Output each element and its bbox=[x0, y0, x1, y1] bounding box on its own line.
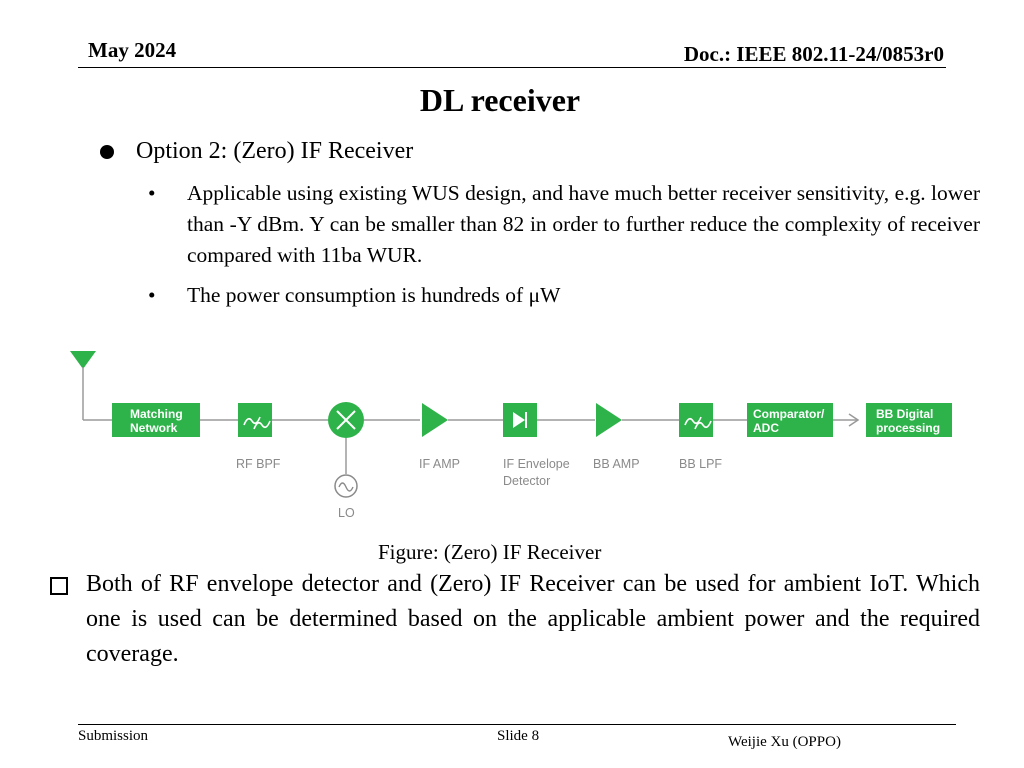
matching-network-block bbox=[112, 403, 200, 437]
footer-slide-number: Slide 8 bbox=[497, 728, 540, 744]
matching-line1: Matching bbox=[130, 407, 183, 421]
header-doc-id: Doc.: IEEE 802.11-24/0853r0 bbox=[683, 42, 944, 66]
receiver-block-diagram: Matching Network RF BPF LO IF AMP IF Env… bbox=[70, 351, 952, 520]
bullet-text: The power consumption is hundreds of μW bbox=[187, 283, 561, 307]
option-heading-text: Option 2: (Zero) IF Receiver bbox=[136, 138, 414, 164]
footer-submission: Submission bbox=[78, 728, 149, 744]
header-divider bbox=[78, 67, 946, 68]
bb-digital-line2: processing bbox=[876, 421, 940, 435]
envelope-label-line1: IF Envelope bbox=[503, 457, 570, 471]
matching-line2: Network bbox=[130, 421, 178, 435]
comparator-adc-block bbox=[747, 403, 833, 437]
envelope-label-line2: Detector bbox=[503, 474, 550, 488]
square-bullet-icon bbox=[50, 577, 68, 595]
bb-digital-block bbox=[866, 403, 952, 437]
bullet-glyph: • bbox=[148, 181, 156, 205]
bb-lpf-block bbox=[679, 403, 713, 437]
if-amp-block bbox=[422, 403, 448, 437]
conclusion-text: Both of RF envelope detector and (Zero) … bbox=[86, 571, 980, 667]
lo-label: LO bbox=[338, 506, 355, 520]
bb-digital-line1: BB Digital bbox=[876, 407, 933, 421]
rf-bpf-block bbox=[238, 403, 272, 437]
antenna-icon bbox=[70, 351, 96, 369]
rf-bpf-label: RF BPF bbox=[236, 457, 281, 471]
bullet-item: • Applicable using existing WUS design, … bbox=[148, 178, 980, 271]
diode-icon bbox=[513, 412, 525, 428]
bullet-glyph: • bbox=[148, 283, 156, 307]
figure-caption: Figure: (Zero) IF Receiver bbox=[378, 540, 602, 564]
option-heading: Option 2: (Zero) IF Receiver bbox=[100, 138, 413, 165]
bullet-text: Applicable using existing WUS design, an… bbox=[187, 181, 980, 267]
footer-author: Weijie Xu (OPPO) bbox=[728, 734, 841, 750]
header-date: May 2024 bbox=[88, 38, 177, 62]
bpf-filter-icon bbox=[243, 416, 271, 430]
bb-amp-block bbox=[596, 403, 622, 437]
comparator-line2: ADC bbox=[753, 421, 779, 435]
slide-title: DL receiver bbox=[419, 82, 581, 118]
conclusion-item: Both of RF envelope detector and (Zero) … bbox=[50, 567, 980, 672]
mixer-cross-icon bbox=[336, 410, 356, 430]
bullet-dot-icon bbox=[100, 144, 114, 159]
comparator-line1: Comparator/ bbox=[753, 407, 825, 421]
if-amp-label: IF AMP bbox=[419, 457, 460, 471]
bullet-item: • The power consumption is hundreds of μ… bbox=[148, 280, 980, 311]
footer-divider bbox=[78, 724, 956, 725]
lpf-filter-icon bbox=[684, 416, 712, 430]
arrow-head-icon bbox=[848, 413, 860, 427]
bb-amp-label: BB AMP bbox=[593, 457, 640, 471]
bb-lpf-label: BB LPF bbox=[679, 457, 722, 471]
